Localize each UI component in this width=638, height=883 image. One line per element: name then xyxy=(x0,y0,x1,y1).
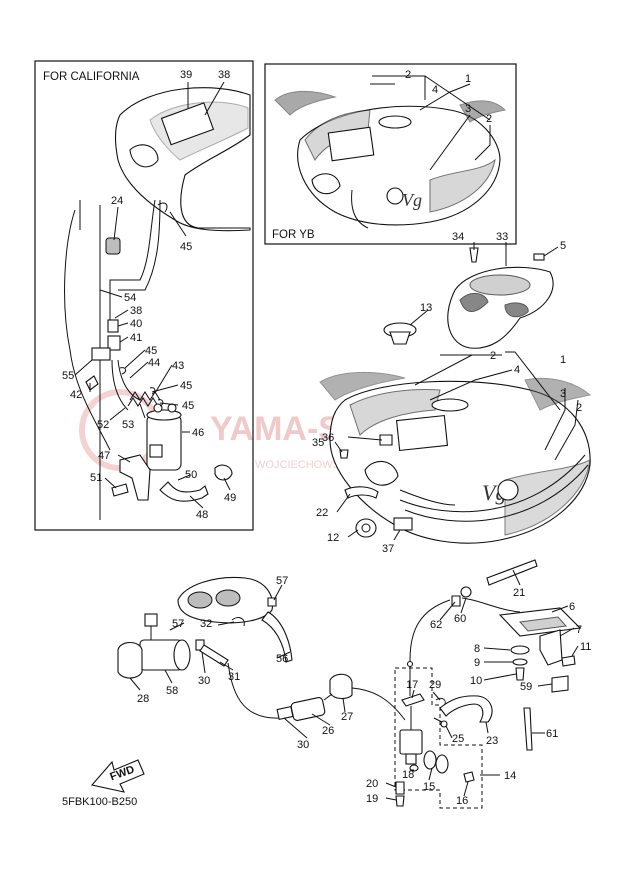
yb-inset: FOR YB Vg 2 1 4 3 2 xyxy=(264,63,517,245)
callout-18: 18 xyxy=(402,769,414,781)
svg-text:Vg: Vg xyxy=(402,190,422,210)
callout-5: 5 xyxy=(560,240,566,252)
pump-leaders xyxy=(129,584,346,739)
callout-32: 32 xyxy=(200,618,212,630)
callout-56: 56 xyxy=(276,653,288,665)
main-tank-assembly: Vg xyxy=(312,231,591,751)
callout-40: 40 xyxy=(130,318,142,330)
california-leaders xyxy=(74,81,231,509)
callout-13: 13 xyxy=(420,302,432,314)
callout-30: 30 xyxy=(297,739,309,751)
callout-14: 14 xyxy=(504,770,516,782)
petcock-callouts: 17 29 25 23 18 15 14 20 19 16 xyxy=(366,679,516,807)
callout-60: 60 xyxy=(454,613,466,625)
main-leaders xyxy=(334,242,579,734)
callout-45: 45 xyxy=(180,241,192,253)
callout-2: 2 xyxy=(576,402,582,414)
callout-52: 52 xyxy=(97,419,109,431)
callout-2: 2 xyxy=(405,69,411,81)
fwd-arrow: FWD xyxy=(90,759,145,793)
callout-44: 44 xyxy=(148,357,160,369)
callout-58: 58 xyxy=(166,685,178,697)
callout-27: 27 xyxy=(341,711,353,723)
callout-23: 23 xyxy=(486,735,498,747)
callout-24: 24 xyxy=(111,195,123,207)
diagram-code: 5FBK100-B250 xyxy=(62,796,137,808)
callout-54: 54 xyxy=(124,292,136,304)
callout-47: 47 xyxy=(98,450,110,462)
callout-3: 3 xyxy=(465,103,471,115)
callout-22: 22 xyxy=(316,507,328,519)
callout-30: 30 xyxy=(198,675,210,687)
callout-51: 51 xyxy=(90,472,102,484)
callout-42: 42 xyxy=(70,389,82,401)
callout-31: 31 xyxy=(228,671,240,683)
callout-38: 38 xyxy=(218,69,230,81)
california-inset: FOR CALIFORNIA xyxy=(34,60,254,531)
callout-48: 48 xyxy=(196,509,208,521)
callout-39: 39 xyxy=(180,69,192,81)
callout-19: 19 xyxy=(366,793,378,805)
callout-2: 2 xyxy=(490,350,496,362)
petcock-assembly: 17 29 25 23 18 15 14 20 19 16 xyxy=(366,660,516,809)
callout-1: 1 xyxy=(560,354,566,366)
callout-36: 36 xyxy=(322,432,334,444)
callout-53: 53 xyxy=(122,419,134,431)
callout-7: 7 xyxy=(576,624,582,636)
callout-29: 29 xyxy=(429,679,441,691)
california-callouts: 39 38 24 45 54 38 40 41 45 44 43 55 42 4… xyxy=(62,69,236,521)
callout-28: 28 xyxy=(137,693,149,705)
callout-1: 1 xyxy=(465,73,471,85)
callout-57: 57 xyxy=(172,618,184,630)
pump-callouts: 57 57 32 56 28 58 30 31 30 26 27 xyxy=(137,575,353,751)
fuel-pump-assembly: 57 57 32 56 28 58 30 31 30 26 27 xyxy=(117,575,406,751)
callout-4: 4 xyxy=(514,364,520,376)
callout-45: 45 xyxy=(182,400,194,412)
callout-10: 10 xyxy=(470,675,482,687)
callout-9: 9 xyxy=(474,657,480,669)
callout-59: 59 xyxy=(520,681,532,693)
callout-4: 4 xyxy=(432,84,438,96)
california-title: FOR CALIFORNIA xyxy=(43,71,140,83)
callout-38: 38 xyxy=(130,305,142,317)
callout-45: 45 xyxy=(180,380,192,392)
callout-11: 11 xyxy=(580,641,591,653)
callout-3: 3 xyxy=(560,388,566,400)
callout-8: 8 xyxy=(474,643,480,655)
yb-leaders xyxy=(370,75,491,171)
callout-15: 15 xyxy=(423,781,435,793)
callout-62: 62 xyxy=(430,619,442,631)
callout-61: 61 xyxy=(546,728,558,740)
callout-57: 57 xyxy=(276,575,288,587)
callout-50: 50 xyxy=(185,469,197,481)
main-callouts: 34 33 5 13 2 1 4 3 2 36 35 22 12 37 21 6… xyxy=(312,231,591,740)
petcock-leaders xyxy=(385,689,500,801)
yb-title: FOR YB xyxy=(272,229,315,241)
callout-12: 12 xyxy=(327,532,339,544)
callout-45: 45 xyxy=(145,345,157,357)
callout-35: 35 xyxy=(312,437,324,449)
callout-33: 33 xyxy=(496,231,508,243)
callout-37: 37 xyxy=(382,543,394,555)
callout-17: 17 xyxy=(406,679,418,691)
callout-20: 20 xyxy=(366,778,378,790)
callout-26: 26 xyxy=(322,725,334,737)
callout-21: 21 xyxy=(513,587,525,599)
callout-43: 43 xyxy=(172,360,184,372)
callout-34: 34 xyxy=(452,231,464,243)
callout-6: 6 xyxy=(569,601,575,613)
callout-55: 55 xyxy=(62,370,74,382)
callout-16: 16 xyxy=(456,795,468,807)
callout-2: 2 xyxy=(486,113,492,125)
callout-25: 25 xyxy=(452,733,464,745)
callout-41: 41 xyxy=(130,332,142,344)
callout-46: 46 xyxy=(192,427,204,439)
yb-callouts: 2 1 4 3 2 xyxy=(405,69,492,125)
callout-49: 49 xyxy=(224,492,236,504)
